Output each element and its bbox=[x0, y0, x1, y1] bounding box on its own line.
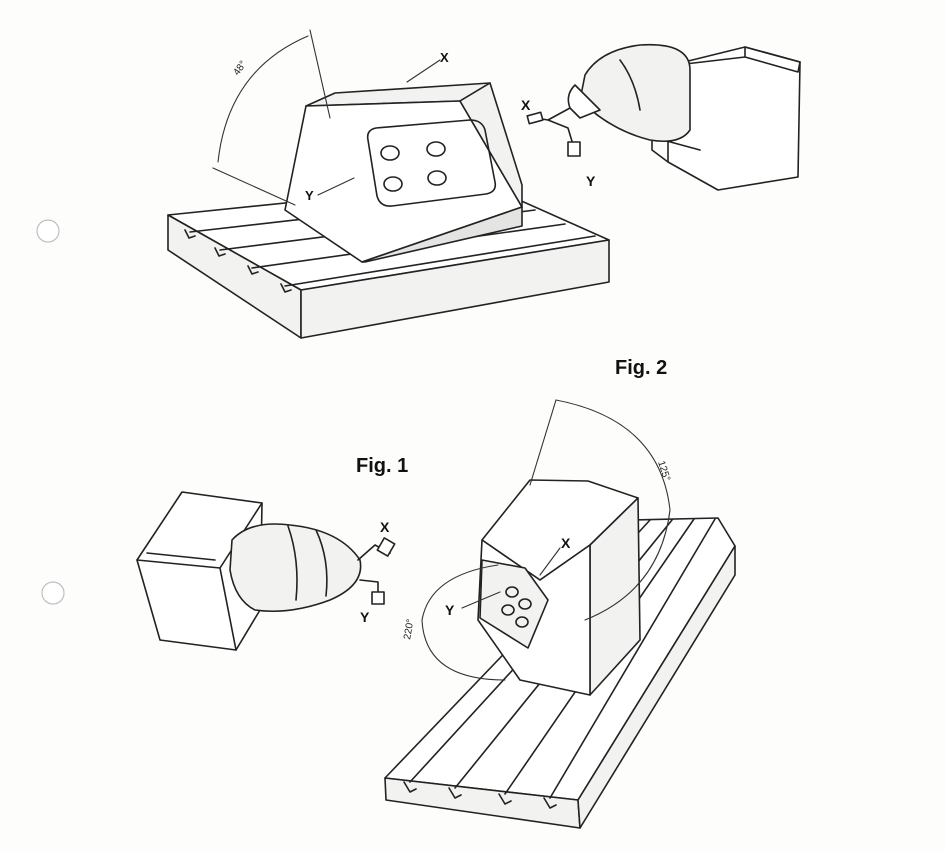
fig2-dim-line-slope bbox=[212, 167, 296, 206]
fig1-bolt-hole-2 bbox=[518, 598, 532, 610]
fig1-tool-y bbox=[371, 591, 385, 605]
fig2-bolt-hole-2 bbox=[426, 141, 446, 157]
fig1-table-side bbox=[577, 545, 736, 829]
fig2-head-top-rail bbox=[744, 46, 801, 73]
fig2-bolt-hole-1 bbox=[380, 145, 400, 161]
fig1-spindle-body bbox=[229, 523, 362, 613]
fig1-drawing: Fig. 1 125° bbox=[136, 399, 736, 829]
fig2-y-label: Y bbox=[305, 188, 314, 203]
fig1-spindle-contour bbox=[287, 525, 328, 601]
fig1-x-label: X bbox=[561, 535, 571, 551]
fig1-x-leader bbox=[539, 547, 561, 576]
fig2-tool-x-label: X bbox=[521, 97, 531, 113]
fig2-table-front bbox=[300, 239, 610, 339]
fig1-spindle-head bbox=[136, 491, 396, 651]
fig2-x-leader bbox=[406, 59, 441, 83]
punch-hole-bottom bbox=[41, 581, 65, 605]
fig2-dim-line-vertical bbox=[309, 29, 331, 119]
fig1-bolt-hole-3 bbox=[501, 604, 515, 616]
fig1-head-edges bbox=[136, 502, 263, 651]
fig1-dim-line-a bbox=[529, 399, 557, 486]
fig1-angle-arc-top bbox=[555, 399, 671, 621]
fig2-bolt-hole-3 bbox=[383, 176, 403, 192]
fig1-tilted-block bbox=[477, 479, 641, 696]
fig2-tslot-ends bbox=[184, 229, 292, 293]
fig1-bolt-hole-4 bbox=[515, 616, 529, 628]
fig2-fixture-plate bbox=[366, 119, 497, 207]
punch-hole-top bbox=[36, 219, 60, 243]
fig2-angle-dimension: 48° bbox=[212, 29, 331, 206]
fig1-angle-arc-left bbox=[421, 564, 506, 681]
fig2-wedge-block bbox=[284, 82, 523, 263]
fig2-spindle-head bbox=[526, 43, 801, 191]
fig2-tool-y-label: Y bbox=[586, 173, 596, 189]
fig2-block-right-side bbox=[459, 82, 523, 208]
fig1-y-leader bbox=[461, 591, 501, 609]
fig2-bolt-hole-4 bbox=[427, 170, 447, 186]
fig2-caption: Fig. 2 bbox=[615, 357, 667, 379]
fig2-tslot-4 bbox=[284, 235, 596, 287]
fig1-tool-y-label: Y bbox=[360, 609, 370, 625]
fig2-spindle-nose bbox=[567, 84, 601, 119]
fig1-angle-dimension-left: 220° bbox=[402, 564, 506, 681]
fig2-tool-x bbox=[526, 111, 544, 125]
fig2-drawing: 48° X Y X Y Fig. 2 bbox=[167, 29, 801, 379]
fig2-y-leader bbox=[317, 177, 355, 196]
fig2-spindle-body bbox=[579, 43, 691, 143]
fig1-tool-x bbox=[376, 537, 396, 557]
fig1-bolt-hole-1 bbox=[505, 586, 519, 598]
fig1-tslot-ends bbox=[403, 781, 557, 809]
fig1-angle-left-label: 220° bbox=[402, 618, 416, 640]
fig1-tool-x-label: X bbox=[380, 519, 390, 535]
fig1-angle-top-label: 125° bbox=[655, 460, 672, 483]
fig2-angle-arc bbox=[217, 35, 309, 163]
fig1-y-label: Y bbox=[445, 602, 455, 618]
fig2-angle-label: 48° bbox=[231, 59, 249, 78]
fig2-spindle-contour bbox=[619, 59, 641, 111]
fig2-x-label: X bbox=[440, 50, 449, 65]
fig1-caption: Fig. 1 bbox=[356, 455, 408, 477]
fig2-block-base bbox=[361, 206, 523, 263]
fig1-tslot-4 bbox=[549, 518, 716, 799]
fig1-fixture-plate bbox=[479, 559, 549, 649]
fig2-tool-y bbox=[567, 141, 581, 157]
